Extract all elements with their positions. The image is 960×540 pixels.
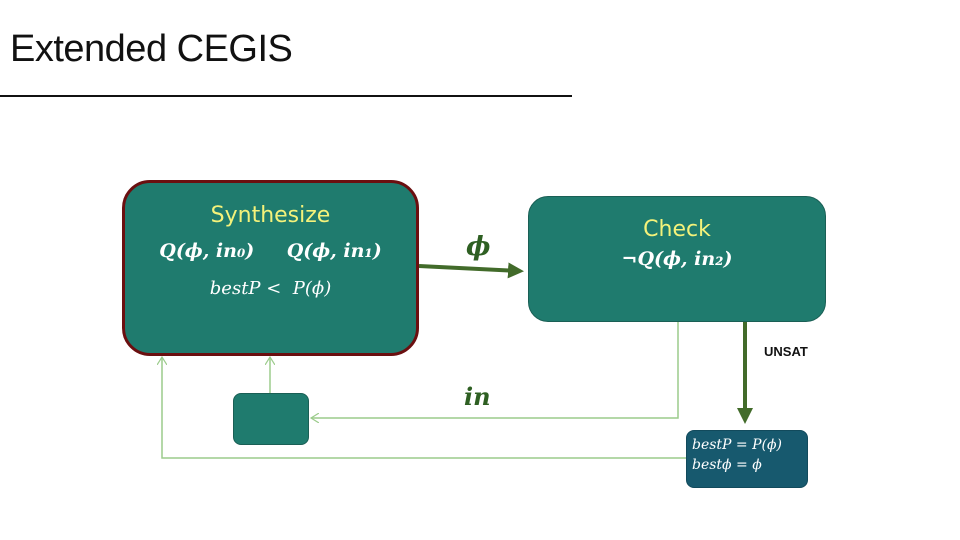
counterexample-arrow [311, 322, 679, 418]
phi-arrow [418, 262, 524, 279]
objective: bestP < P(ϕ) [209, 278, 332, 299]
result-bestP: bestP = P(ϕ) [692, 437, 782, 453]
phi-label: ϕ [466, 232, 491, 262]
check-heading: Check [643, 217, 711, 242]
check-box: Check ¬Q(ϕ, in₂) [528, 196, 826, 322]
check-formula: ¬Q(ϕ, in₂) [621, 248, 733, 270]
result-box: bestP = P(ϕ) bestϕ = ϕ [686, 430, 808, 488]
feedback-arrow [162, 357, 686, 459]
synthesize-box: Synthesize Q(ϕ, in₀) Q(ϕ, in₁) bestP < P… [122, 180, 419, 356]
result-bestphi: bestϕ = ϕ [692, 457, 762, 473]
title-underline [0, 95, 572, 97]
constraint-in1: Q(ϕ, in₁) [286, 240, 382, 262]
in-label: in [464, 382, 491, 411]
unsat-label: UNSAT [764, 344, 808, 359]
synthesize-heading: Synthesize [210, 203, 331, 228]
constraint-in0: Q(ϕ, in₀) [159, 240, 255, 262]
input-generator-box [233, 393, 309, 445]
slide-title: Extended CEGIS [10, 28, 293, 70]
